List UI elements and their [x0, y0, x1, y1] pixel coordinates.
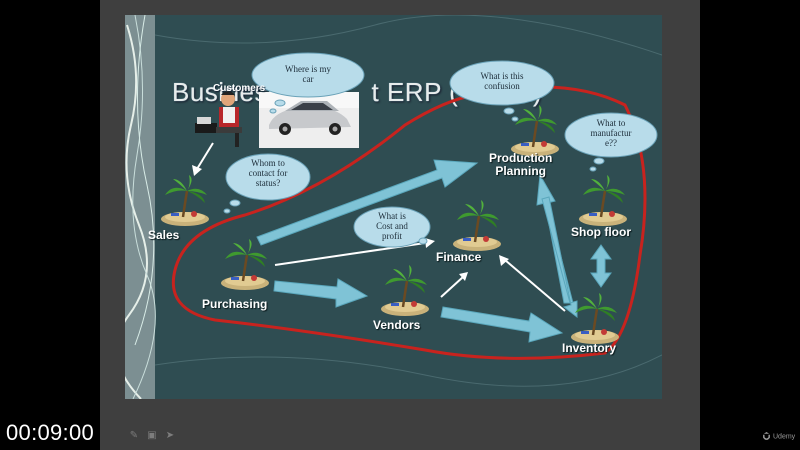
erp-loop-outline [171, 85, 647, 360]
slides-icon[interactable]: ▣ [147, 430, 157, 441]
island-production [509, 103, 561, 158]
bubble-cost-shape [353, 206, 431, 248]
island-vendors [379, 263, 431, 318]
pencil-icon[interactable]: ✎ [129, 430, 139, 441]
video-timestamp: 00:09:00 [6, 420, 95, 445]
customer-illustration [195, 91, 242, 147]
car-photo [259, 92, 359, 148]
label-vendors: Vendors [373, 318, 421, 332]
island-purchasing [219, 237, 271, 292]
arrow-production-to-inventory [541, 196, 578, 319]
label-purchasing: Purchasing [202, 297, 268, 311]
arrow-customer-to-sales [196, 142, 214, 170]
label-finance: Finance [436, 250, 482, 264]
island-sales [159, 173, 211, 228]
slide: Businesst ERP (…) [125, 15, 662, 399]
arrow-inventory-to-finance [504, 259, 566, 312]
bubble-status-shape [223, 153, 311, 214]
arrow-purchasing-to-vendors [273, 278, 369, 308]
customers-label: Customers [213, 83, 266, 94]
label-shop-floor: Shop floor [571, 225, 631, 239]
bubble-confusion-shape [449, 60, 555, 122]
arrow-shopfloor-inventory [590, 244, 612, 288]
bubble-car-shape [251, 52, 365, 114]
arrow-vendors-to-finance [440, 276, 464, 298]
bubble-manufacture-shape [564, 112, 658, 172]
label-sales: Sales [148, 228, 180, 242]
udemy-logo-icon [763, 432, 770, 440]
erp-diagram [159, 52, 658, 360]
arrow-vendors-to-inventory [440, 306, 564, 343]
island-finance [451, 198, 503, 253]
next-icon[interactable]: ➤ [165, 430, 175, 441]
island-inventory [569, 291, 621, 346]
island-shopfloor [577, 173, 629, 228]
label-inventory: Inventory [562, 341, 617, 355]
arrow-purchasing-to-production [256, 159, 479, 246]
brand-name: Udemy [773, 433, 796, 441]
udemy-watermark: Udemy [762, 432, 795, 441]
